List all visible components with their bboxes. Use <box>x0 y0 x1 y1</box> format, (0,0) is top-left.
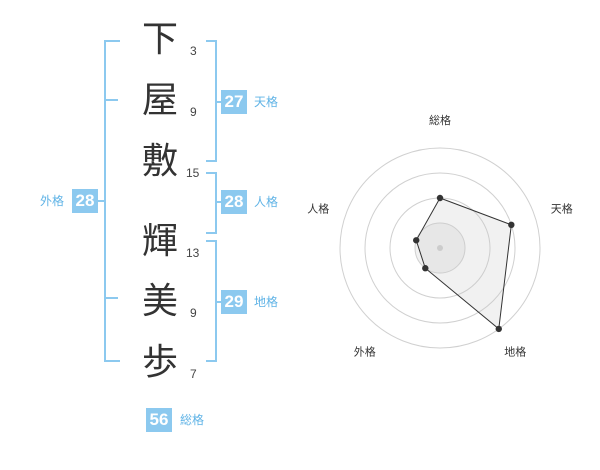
gaikaku-connector <box>98 200 104 202</box>
chikaku-label: 地格 <box>254 295 279 309</box>
tenkaku-connector <box>215 101 221 103</box>
radar-center-dot <box>437 245 443 251</box>
chikaku-connector <box>215 301 221 303</box>
radar-ring-4 <box>339 147 541 349</box>
radar-axis-label-4: 外格 <box>354 345 376 359</box>
gaikaku-bracket <box>104 40 120 362</box>
soukaku-label: 総格 <box>180 413 205 427</box>
gaikaku-bracket-tick-2 <box>104 297 118 299</box>
stroke-count-4: 13 <box>186 246 200 260</box>
given-char-3: 歩 <box>141 342 178 383</box>
jinkaku-label: 人格 <box>254 195 279 209</box>
chikaku-badge: 29 <box>221 290 247 314</box>
tenkaku-label: 天格 <box>254 95 279 109</box>
given-char-2: 美 <box>141 281 178 322</box>
radar-axis-label-1: 総格 <box>429 113 451 127</box>
radar-point-5 <box>413 237 420 244</box>
radar-point-4 <box>422 265 429 272</box>
stroke-count-2: 9 <box>190 105 197 119</box>
surname-char-2: 屋 <box>141 80 178 121</box>
stroke-count-3: 15 <box>186 166 200 180</box>
given-char-1: 輝 <box>141 221 178 262</box>
radar-point-3 <box>495 325 502 333</box>
jinkaku-badge: 28 <box>221 190 247 214</box>
surname-char-1: 下 <box>141 19 178 60</box>
jinkaku-connector <box>215 201 221 203</box>
stroke-count-1: 3 <box>190 44 197 58</box>
radar-point-2 <box>508 221 515 229</box>
stroke-count-6: 7 <box>190 367 197 381</box>
radar-axis-label-2: 天格 <box>551 201 573 215</box>
radar-ring-3 <box>364 172 516 324</box>
radar-axis-label-3: 地格 <box>504 345 526 359</box>
radar-data-polygon <box>415 197 512 330</box>
surname-char-3: 敷 <box>141 141 178 182</box>
gaikaku-badge: 28 <box>72 189 98 213</box>
soukaku-badge: 56 <box>146 408 172 432</box>
radar-axis-label-5: 人格 <box>307 201 329 215</box>
jinkaku-bracket <box>206 172 217 234</box>
stroke-count-5: 9 <box>190 306 197 320</box>
tenkaku-badge: 27 <box>221 90 247 114</box>
gaikaku-bracket-tick-1 <box>104 99 118 101</box>
gaikaku-label: 外格 <box>40 194 65 208</box>
radar-point-1 <box>436 194 444 202</box>
